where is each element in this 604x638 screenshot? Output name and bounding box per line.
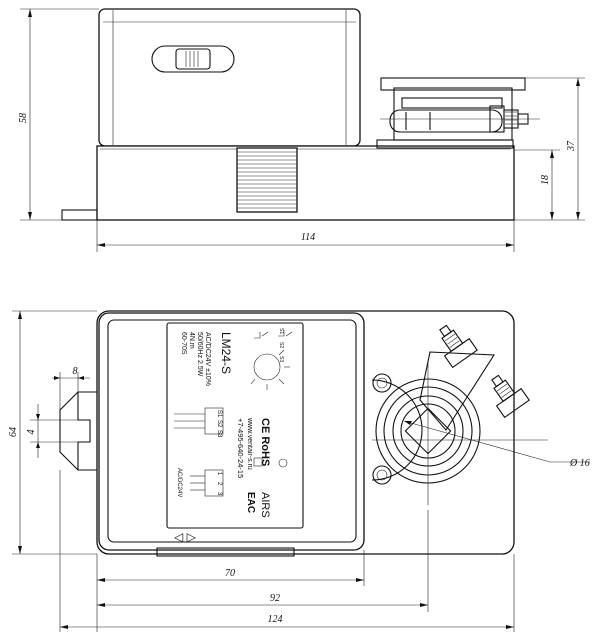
top-left-tab [59,391,97,471]
label-sw-s1: S1 [278,328,284,334]
label-term-3: 3 [216,492,222,496]
dim-70: 70 [96,550,365,632]
side-left-foot [61,209,98,221]
top-cover-inner [107,319,357,543]
label-ce-rohs: CE RoHS [259,418,271,466]
dim-114-label: 114 [301,232,315,243]
label-freq-power: 50/60Hz 2.5W [196,332,203,377]
label-torque: 4N.m [188,332,195,349]
label-sw-s2: S2 [278,342,284,348]
label-brand: AIRS [259,492,271,518]
side-upper-housing [98,8,361,147]
side-base [96,145,515,221]
dim-124: 124 [59,470,515,632]
label-time: 60-70S [180,332,187,355]
label-term-s2: S2 [216,420,222,428]
label-term-1: 1 [216,472,222,476]
dim-diameter-16-label: Ø 16 [569,458,590,469]
label-term-s1: S1 [216,410,222,418]
dim-70-label: 70 [225,568,235,579]
label-supply: AC/DC24V ±10% [204,332,211,386]
shaft-clamp [371,324,548,505]
dim-8: 8 [52,366,90,410]
dim-diameter-16: Ø 16 [403,420,590,469]
dim-64-label: 64 [8,427,19,437]
direction-arrows: ◁ ▷ [173,530,197,544]
dim-4: 4 [26,404,78,458]
label-website: www.ventair-s.ru [246,417,253,470]
dim-58-label: 58 [18,113,29,123]
label-supply-short: AC/DC24V [176,468,182,497]
label-term-2: 2 [216,482,222,486]
product-label: LM24-S AC/DC24V ±10% 50/60Hz 2.5W 4N.m 6… [166,322,304,529]
label-phone: +7-495-640-24-15 [236,418,245,478]
dim-18: 18 [514,149,560,220]
top-bottom-strip [156,547,295,557]
label-model: LM24-S [219,332,233,374]
dim-114: 114 [96,220,515,252]
dim-37-label: 37 [566,140,577,152]
dim-124-label: 124 [268,614,283,625]
dim-4-label: 4 [26,430,37,435]
dim-8-label: 8 [73,366,78,377]
side-view: 58 37 18 114 [18,8,585,252]
label-eac: EAC [245,492,256,513]
label-sw-s3: S3 [278,356,284,362]
top-cover [98,312,365,551]
dim-18-label: 18 [540,175,551,185]
dim-92-label: 92 [270,593,280,604]
dim-92: 92 [97,510,429,612]
dim-37: 37 [514,77,585,221]
side-cylinder-ribs [237,151,297,209]
side-clamp [376,77,540,149]
side-manual-slider [151,45,235,73]
top-view: ◁ ▷ LM24-S AC/DC24V ±10% 50/60Hz 2.5W 4N… [8,310,590,632]
dim-64: 64 [8,310,97,555]
dim-58: 58 [18,8,99,221]
